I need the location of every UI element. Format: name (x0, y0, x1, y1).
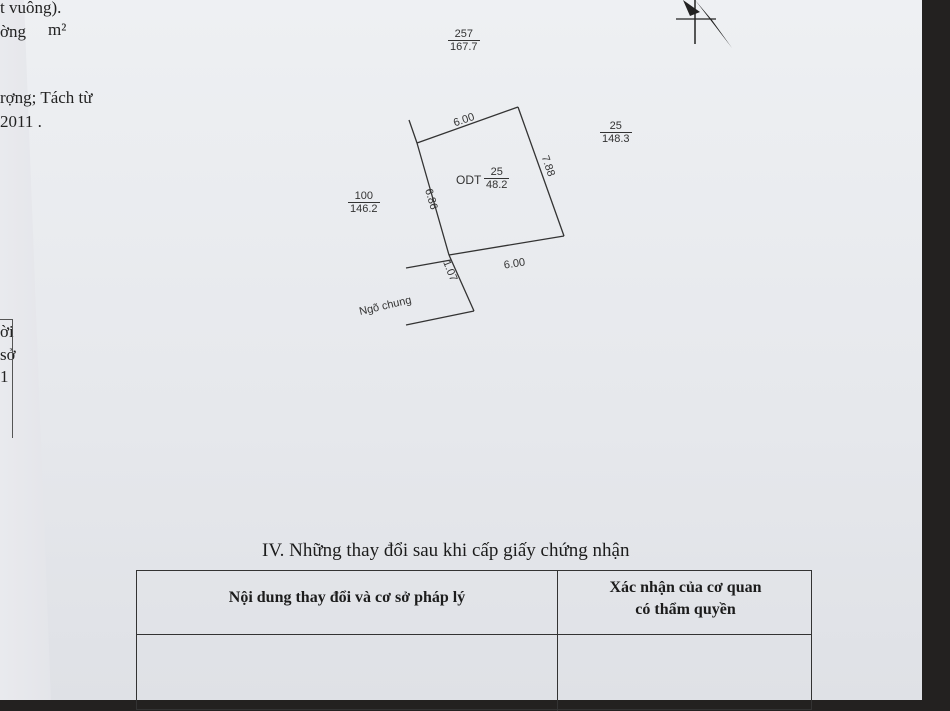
left-text-line-2: ờng (0, 22, 26, 41)
main-parcel-number: 25 (484, 166, 510, 179)
land-use-code: ODT (456, 173, 482, 187)
left-text-unit: m² (48, 20, 67, 39)
header-authority-line-2: có thẩm quyền (635, 601, 736, 618)
dimension-lane-width: 1.07 (440, 259, 459, 283)
main-parcel-area: 48.2 (486, 179, 508, 191)
left-text-line-6: sở (0, 345, 16, 364)
left-text-line-7: 1 (0, 367, 9, 386)
parcel-boundary (405, 106, 565, 326)
dimension-left: 6.86 (422, 187, 439, 211)
certificate-page (24, 0, 922, 700)
parcel-west-number: 100 (348, 190, 380, 203)
section-title: IV. Những thay đổi sau khi cấp giấy chứn… (262, 540, 630, 561)
main-parcel-label: 25 48.2 (484, 166, 510, 191)
parcel-west-area: 146.2 (350, 203, 378, 215)
parcel-north-label: 257 167.7 (448, 28, 480, 53)
parcel-east-area: 148.3 (602, 133, 630, 145)
changes-table: Nội dung thay đổi và cơ sở pháp lý Xác n… (136, 570, 813, 711)
left-text-line-5: ời (0, 322, 14, 341)
header-change-content: Nội dung thay đổi và cơ sở pháp lý (228, 589, 466, 606)
left-text-line-4: 2011 . (0, 112, 42, 131)
north-arrow-icon (676, 0, 732, 48)
table-header-row (137, 571, 811, 635)
parcel-north-area: 167.7 (450, 41, 478, 53)
dimension-bottom: 6.00 (503, 256, 526, 271)
parcel-west-label: 100 146.2 (348, 190, 380, 215)
left-text-line-3: rợng; Tách từ (0, 88, 93, 107)
header-authority-confirmation: Xác nhận của cơ quan có thẩm quyền (558, 577, 813, 621)
parcel-north-number: 257 (448, 28, 480, 41)
parcel-east-number: 25 (600, 120, 632, 133)
left-table-fragment (0, 319, 13, 438)
main-parcel-code: ODT (456, 174, 481, 186)
header-authority-line-1: Xác nhận của cơ quan (609, 579, 762, 596)
left-text-line-1: t vuông). (0, 0, 62, 17)
parcel-east-label: 25 148.3 (600, 120, 632, 145)
table-column-divider (557, 571, 558, 711)
lane-label: Ngõ chung (358, 294, 413, 318)
